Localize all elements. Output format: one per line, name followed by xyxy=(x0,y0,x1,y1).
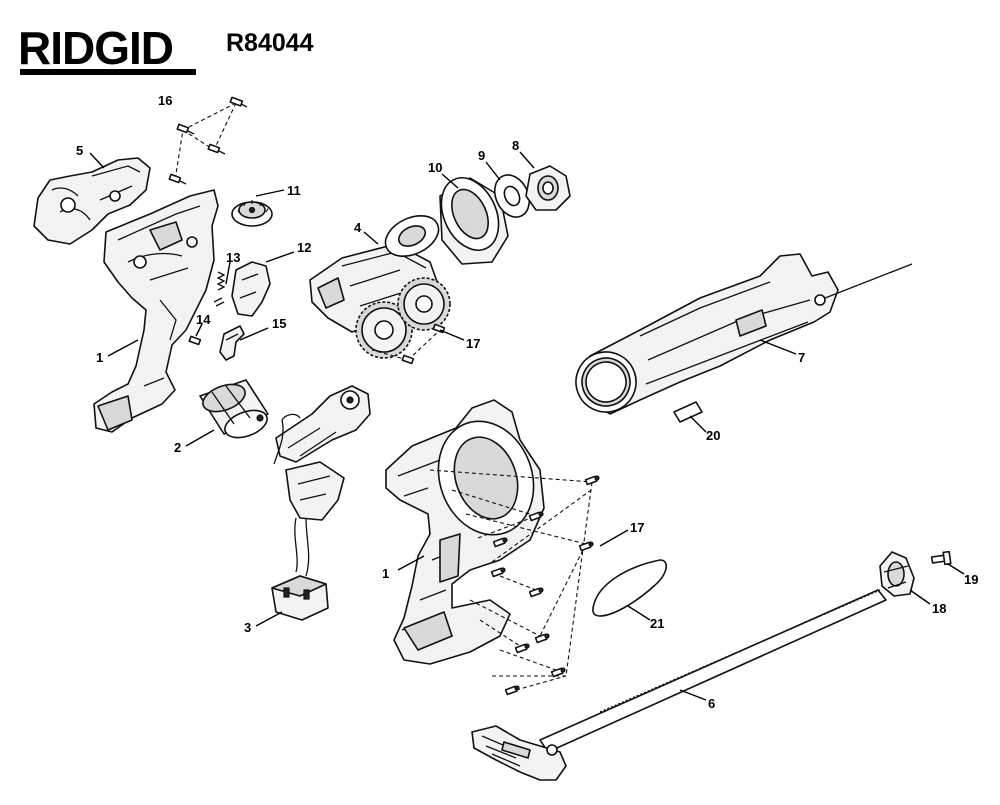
part-19-screw xyxy=(930,550,952,566)
callout-20: 20 xyxy=(706,428,720,443)
callout-16: 16 xyxy=(158,93,172,108)
callout-11: 11 xyxy=(287,183,301,198)
switch-and-wiring xyxy=(273,385,371,577)
callout-15: 15 xyxy=(272,316,286,331)
brand-logo: RIDGID xyxy=(18,22,196,75)
callout-21: 21 xyxy=(650,616,664,631)
callout-2: 2 xyxy=(174,440,181,455)
part-8-nut xyxy=(525,165,571,211)
part-7-cartridge-holder xyxy=(575,253,913,415)
brand-logo-text: RIDGID xyxy=(18,22,173,74)
part-21-grip-pad xyxy=(592,559,667,617)
part-5-housing-cap xyxy=(33,157,151,245)
callout-17-lower: 17 xyxy=(630,520,644,535)
part-15-trigger xyxy=(219,325,245,361)
callout-13: 13 xyxy=(226,250,240,265)
part-20-label xyxy=(673,401,703,423)
part-1-housing-half-left xyxy=(93,189,219,433)
callout-6: 6 xyxy=(708,696,715,711)
callout-1-right: 1 xyxy=(382,566,389,581)
callout-5: 5 xyxy=(76,143,83,158)
part-6-plunger-rod xyxy=(471,589,887,781)
screw xyxy=(490,475,600,696)
leader-lines xyxy=(89,151,965,701)
callout-9: 9 xyxy=(478,148,485,163)
callout-3: 3 xyxy=(244,620,251,635)
part-3-terminal-block xyxy=(271,575,329,621)
part-17-screws-lower xyxy=(429,469,600,696)
model-number: R84044 xyxy=(226,29,314,57)
callout-4: 4 xyxy=(354,220,362,235)
part-12-switch-cover xyxy=(231,261,271,317)
part-4-gearbox xyxy=(309,215,451,359)
part-16-screws xyxy=(168,96,248,185)
brand-logo-underline xyxy=(20,69,196,75)
part-13-spring xyxy=(213,271,226,307)
part-2-motor xyxy=(199,379,269,439)
callout-labels: 16 5 11 13 12 14 15 1 2 3 10 9 8 4 17 7 … xyxy=(76,93,978,711)
part-18-plunger-disc xyxy=(879,551,915,597)
callout-19: 19 xyxy=(964,572,978,587)
part-11-gear xyxy=(231,198,273,227)
part-9-washer xyxy=(493,174,531,218)
callout-7: 7 xyxy=(798,350,805,365)
part-10-collar xyxy=(439,177,509,265)
callout-10: 10 xyxy=(428,160,442,175)
part-14-pin xyxy=(188,335,202,346)
callout-8: 8 xyxy=(512,138,519,153)
callout-1-left: 1 xyxy=(96,350,103,365)
callout-17-upper: 17 xyxy=(466,336,480,351)
callout-12: 12 xyxy=(297,240,311,255)
callout-18: 18 xyxy=(932,601,946,616)
callout-14: 14 xyxy=(196,312,211,327)
part-1-housing-half-right xyxy=(385,399,545,665)
